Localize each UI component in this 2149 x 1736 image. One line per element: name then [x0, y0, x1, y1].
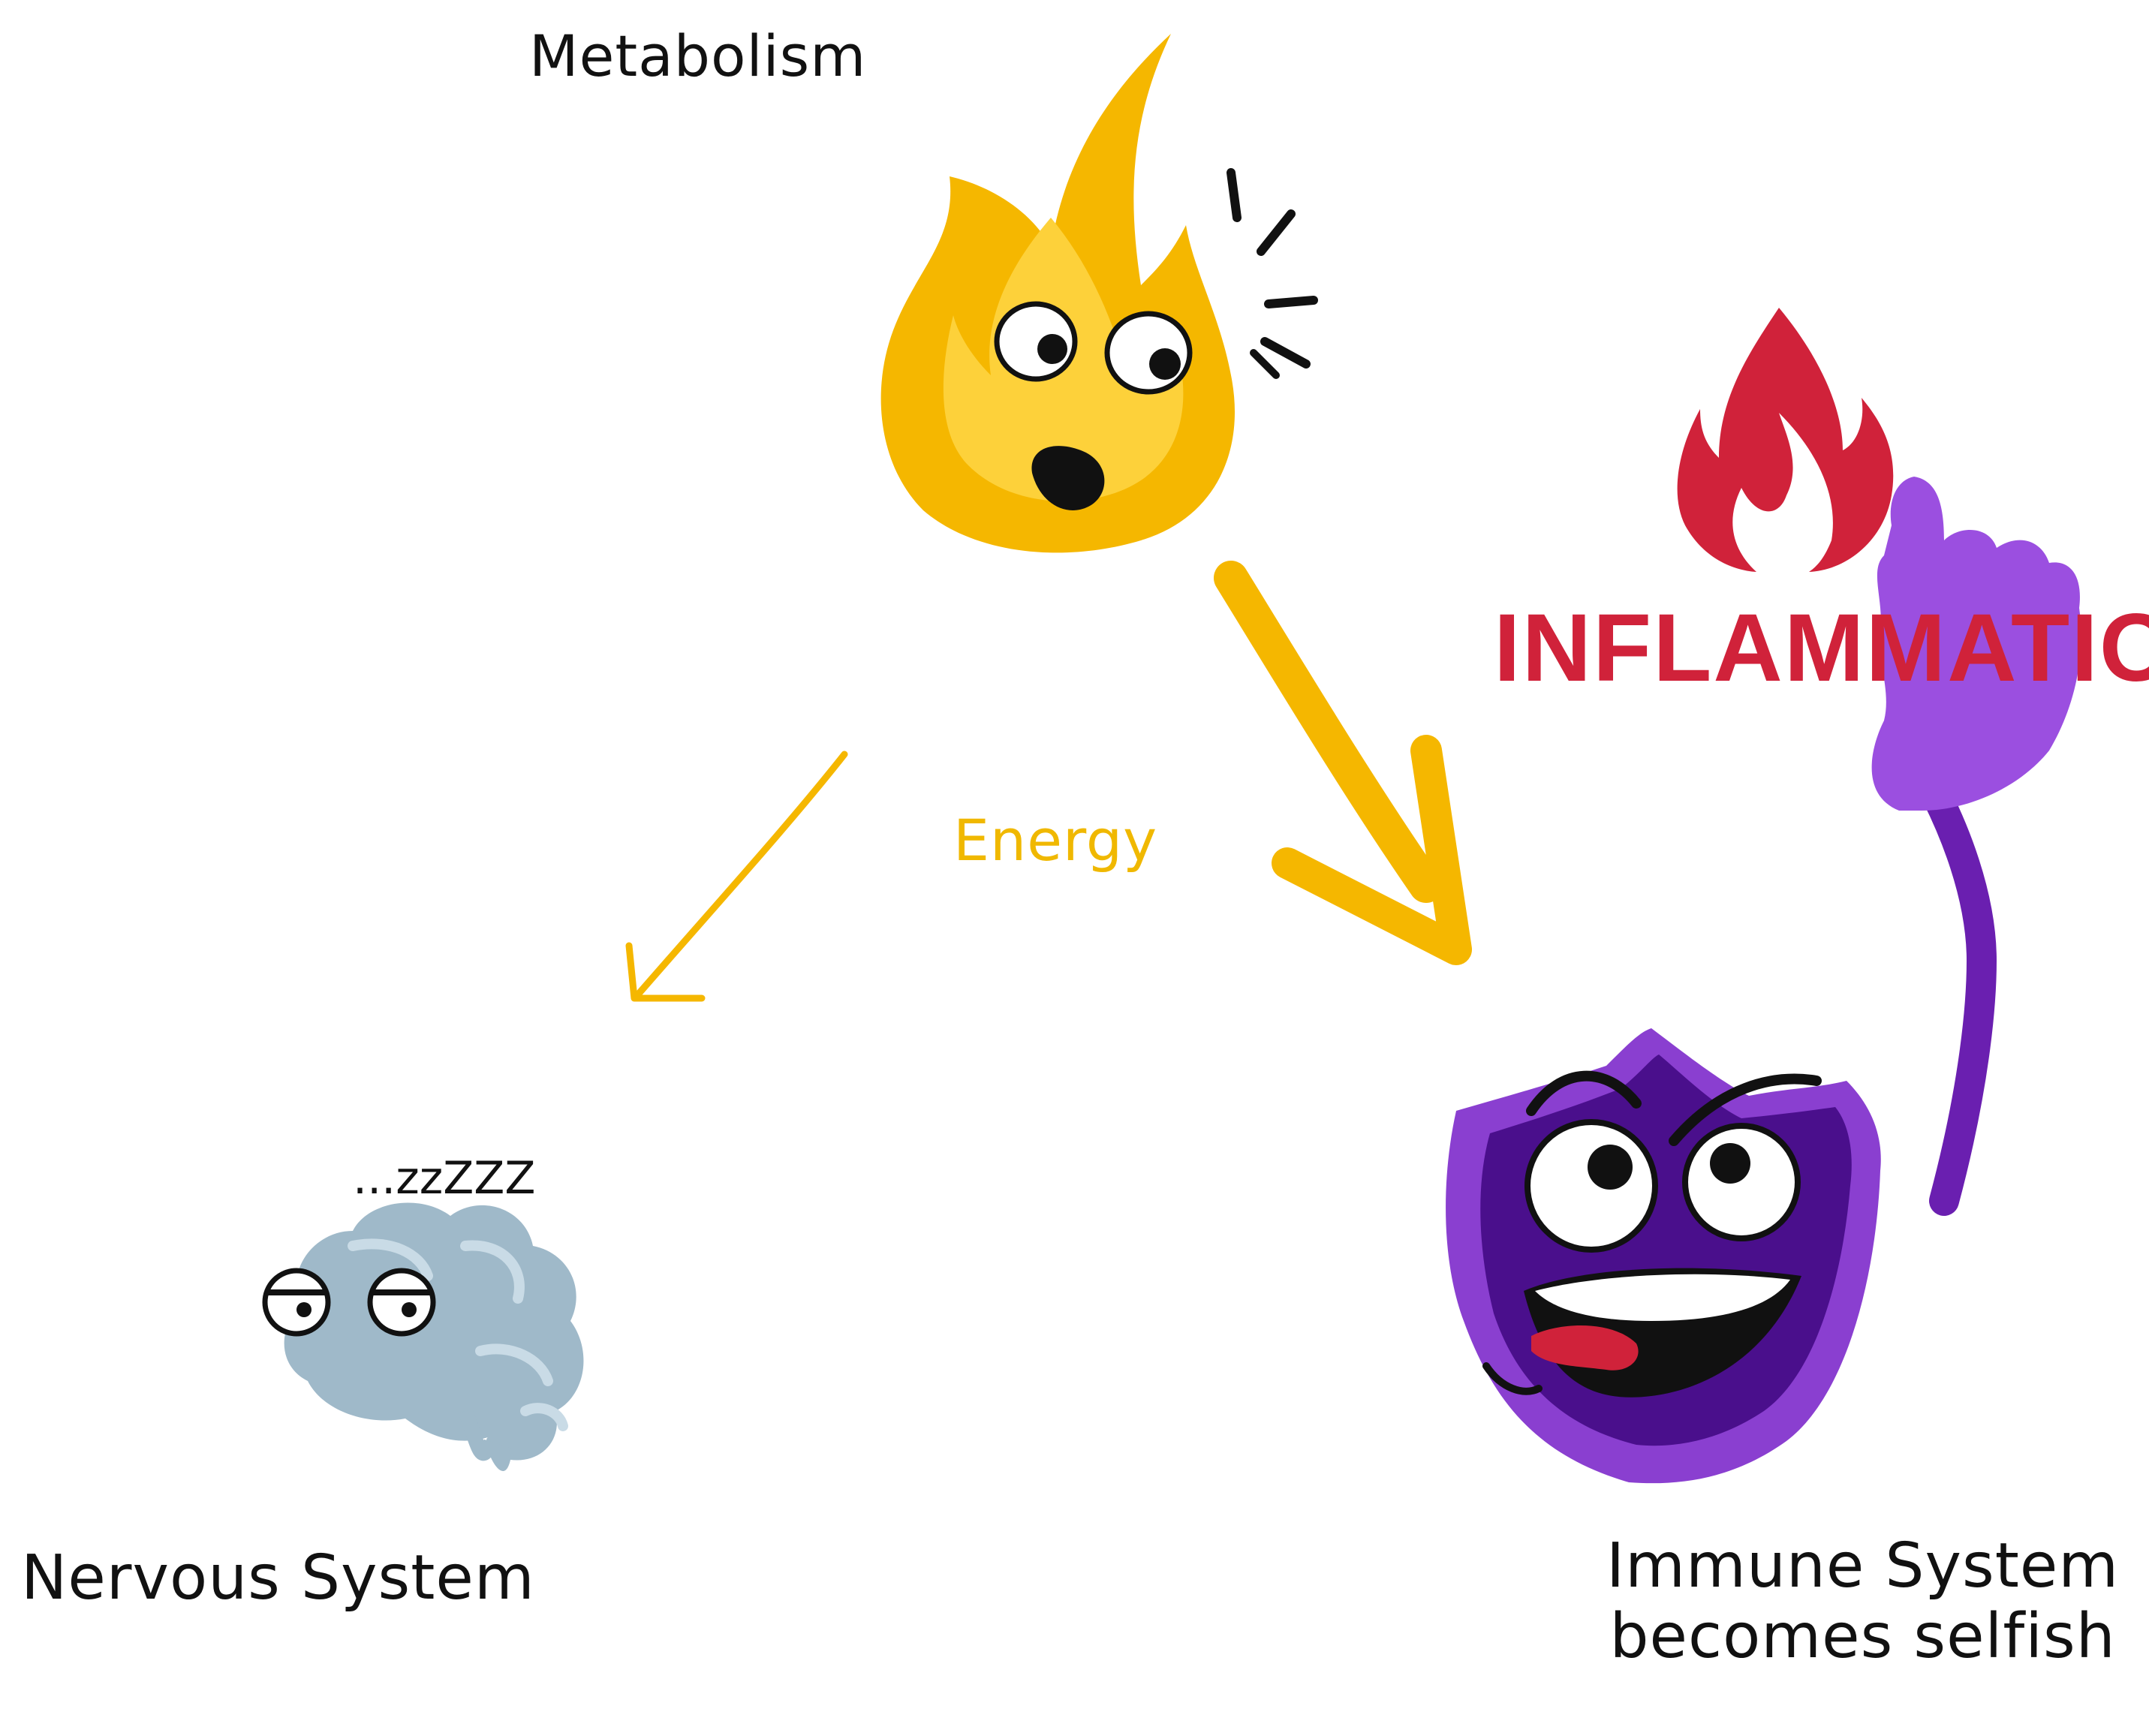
energy-arrow-immune [1214, 561, 1472, 965]
sleeping-brain-icon: ...zzZZZ [262, 1152, 584, 1472]
sleep-text: ...zzZZZ [353, 1152, 536, 1205]
immune-system-label: Immune System becomes selfish [1606, 1530, 2120, 1673]
surprised-flame-icon [880, 34, 1318, 553]
energy-label: Energy [953, 807, 1158, 874]
nervous-system-label: Nervous System [21, 1542, 535, 1614]
angry-shield-icon [1446, 477, 2081, 1484]
fire-icon [1677, 308, 1894, 572]
metabolism-label: Metabolism [529, 23, 867, 89]
energy-arrow-nervous [625, 751, 848, 1002]
immune-system-line2: becomes selfish [1609, 1601, 2116, 1673]
immune-system-line1: Immune System [1606, 1530, 2120, 1602]
